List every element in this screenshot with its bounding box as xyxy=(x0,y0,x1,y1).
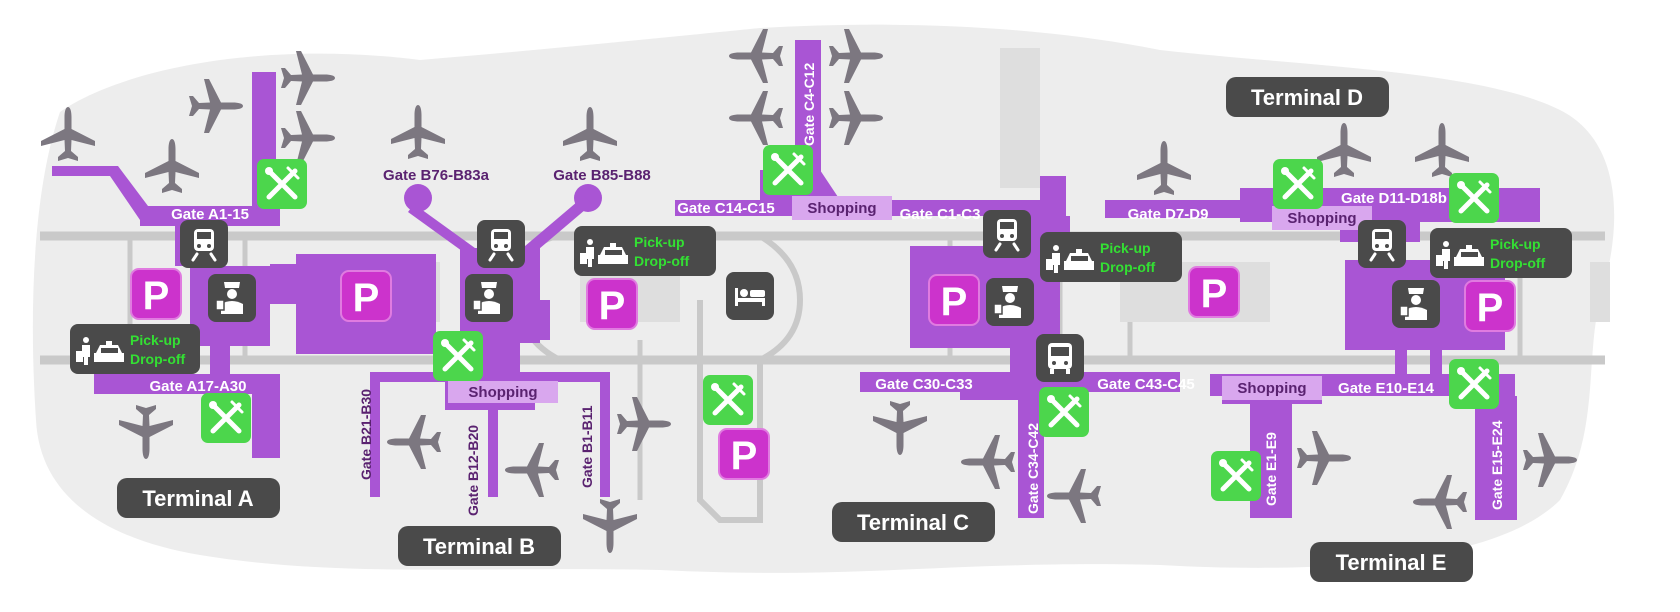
train-icon[interactable] xyxy=(178,218,230,270)
pickup-label: Pick-up xyxy=(1490,236,1541,252)
fork-knife-icon[interactable] xyxy=(257,159,307,209)
gate-e15-e24-label: Gate E15-E24 xyxy=(1489,420,1505,510)
parking-icon[interactable]: P xyxy=(586,278,638,330)
svg-text:P: P xyxy=(941,280,968,324)
svg-text:P: P xyxy=(599,284,626,328)
fork-knife-icon[interactable] xyxy=(1039,387,1089,437)
fork-knife-icon[interactable] xyxy=(433,331,483,381)
gate-labels: Gate A1-15 Gate A17-A30 Gate B76-B83a Ga… xyxy=(150,63,1506,516)
pickup-label: Pick-up xyxy=(1100,240,1151,256)
gate-d7-d9-label: Gate D7-D9 xyxy=(1128,206,1209,223)
train-icon[interactable] xyxy=(981,208,1033,260)
airport-grounds xyxy=(32,24,1615,573)
shopping-c-bottom: Shopping xyxy=(1222,376,1322,400)
pickup-dropoff-markers: Pick-up Drop-off Pick-up Drop-off Pick-u… xyxy=(70,226,1572,374)
svg-text:Terminal D: Terminal D xyxy=(1251,85,1363,110)
parking-icon[interactable]: P xyxy=(928,274,980,326)
shopping-d: Shopping xyxy=(1272,206,1372,230)
svg-text:Terminal A: Terminal A xyxy=(142,486,253,511)
bed-icon[interactable] xyxy=(726,272,774,320)
train-icon[interactable] xyxy=(475,218,527,270)
gate-b76-b83a-label: Gate B76-B83a xyxy=(383,167,490,184)
fork-knife-icon[interactable] xyxy=(1449,173,1499,223)
shopping-areas: Shopping Shopping Shopping Shopping xyxy=(448,196,1372,403)
gate-b21-b30-label: Gate B21-B30 xyxy=(358,389,374,480)
parking-icon[interactable]: P xyxy=(718,428,770,480)
pickup-dropoff-b[interactable]: Pick-up Drop-off xyxy=(574,226,716,276)
dropoff-label: Drop-off xyxy=(130,351,186,367)
pickup-label: Pick-up xyxy=(130,332,181,348)
pickup-dropoff-c[interactable]: Pick-up Drop-off xyxy=(1040,232,1182,282)
svg-text:Terminal C: Terminal C xyxy=(857,510,969,535)
gate-b1-b11-label: Gate B1-B11 xyxy=(579,405,595,488)
gate-e10-e14-label: Gate E10-E14 xyxy=(1338,380,1435,397)
gate-c1-c3-label: Gate C1-C3 xyxy=(900,206,981,223)
security-officer-icon[interactable] xyxy=(1391,279,1441,329)
svg-text:P: P xyxy=(1477,286,1504,330)
svg-text:P: P xyxy=(731,434,758,478)
dropoff-label: Drop-off xyxy=(1490,255,1546,271)
bus-icon[interactable] xyxy=(1036,334,1084,382)
parking-icon[interactable]: P xyxy=(1188,266,1240,318)
fork-knife-icon[interactable] xyxy=(1449,359,1499,409)
shopping-d-label: Shopping xyxy=(1287,210,1356,227)
fork-knife-icon[interactable] xyxy=(201,393,251,443)
gate-c14-c15-label: Gate C14-C15 xyxy=(677,200,775,217)
gate-c4-c12-label: Gate C4-C12 xyxy=(801,63,817,146)
terminal-e-label[interactable]: Terminal E xyxy=(1310,542,1473,582)
fork-knife-icon[interactable] xyxy=(703,375,753,425)
terminal-c-label[interactable]: Terminal C xyxy=(832,502,995,542)
shopping-c-bottom-label: Shopping xyxy=(1237,380,1306,397)
train-icon[interactable] xyxy=(1356,218,1408,270)
parking-icon[interactable]: P xyxy=(130,268,182,320)
shopping-c-top-label: Shopping xyxy=(807,200,876,217)
svg-text:Terminal E: Terminal E xyxy=(1336,550,1447,575)
gate-a17-a30-label: Gate A17-A30 xyxy=(150,378,247,395)
svg-text:P: P xyxy=(143,274,170,318)
fork-knife-icon[interactable] xyxy=(1273,159,1323,209)
shopping-b: Shopping xyxy=(448,381,558,403)
dropoff-label: Drop-off xyxy=(1100,259,1156,275)
gate-a1-15-label: Gate A1-15 xyxy=(171,206,249,223)
svg-text:P: P xyxy=(1201,272,1228,316)
terminal-d-label[interactable]: Terminal D xyxy=(1226,77,1389,117)
security-officer-icon[interactable] xyxy=(207,273,257,323)
fork-knife-icon[interactable] xyxy=(763,145,813,195)
pickup-dropoff-d[interactable]: Pick-up Drop-off xyxy=(1430,228,1572,278)
gate-c43-c45-label: Gate C43-C45 xyxy=(1097,376,1195,393)
terminal-labels: Terminal A Terminal B Terminal C Termina… xyxy=(117,77,1473,582)
shopping-b-label: Shopping xyxy=(468,384,537,401)
terminal-b-label[interactable]: Terminal B xyxy=(398,526,561,566)
gate-c34-c42-label: Gate C34-C42 xyxy=(1025,423,1041,514)
svg-text:Terminal B: Terminal B xyxy=(423,534,535,559)
pickup-label: Pick-up xyxy=(634,234,685,250)
security-officer-icon[interactable] xyxy=(464,273,514,323)
svg-text:P: P xyxy=(353,276,380,320)
gate-b12-b20-label: Gate B12-B20 xyxy=(465,425,481,516)
gate-c30-c33-label: Gate C30-C33 xyxy=(875,376,973,393)
dropoff-label: Drop-off xyxy=(634,253,690,269)
security-officer-icon[interactable] xyxy=(985,277,1035,327)
gate-b85-b88-label: Gate B85-B88 xyxy=(553,167,651,184)
gate-e1-e9-label: Gate E1-E9 xyxy=(1263,432,1279,506)
parking-icon[interactable]: P xyxy=(340,270,392,322)
shopping-c-top: Shopping xyxy=(792,196,892,220)
parking-icon[interactable]: P xyxy=(1464,280,1516,332)
terminal-a-label[interactable]: Terminal A xyxy=(117,478,280,518)
parking-markers: P P P P P P P xyxy=(130,266,1516,480)
gate-d11-d18b-label: Gate D11-D18b xyxy=(1341,190,1447,207)
pickup-dropoff-a[interactable]: Pick-up Drop-off xyxy=(70,324,200,374)
fork-knife-icon[interactable] xyxy=(1211,451,1261,501)
